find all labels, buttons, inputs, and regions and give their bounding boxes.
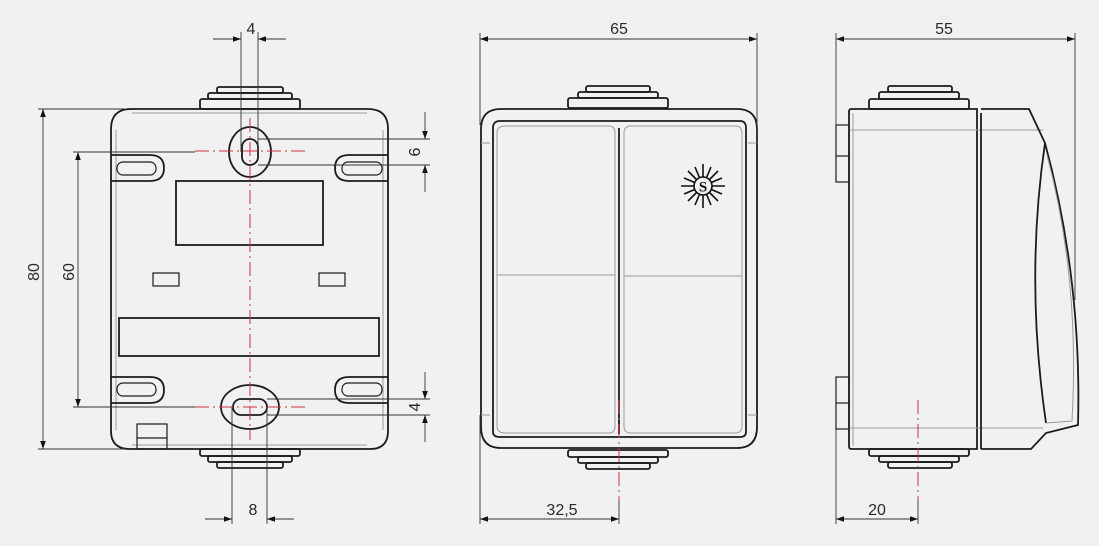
dim-gland-offset: 20 xyxy=(868,502,886,519)
svg-text:S: S xyxy=(699,180,707,196)
dim-top-slot-height: 6 xyxy=(407,147,424,156)
dim-overall-width: 65 xyxy=(610,21,628,38)
sun-s-symbol-icon: S xyxy=(681,164,725,208)
side-cover xyxy=(981,108,1080,450)
front-bottom-gland xyxy=(567,449,669,470)
dim-bottom-slot-height: 4 xyxy=(407,402,424,411)
front-housing xyxy=(480,108,758,449)
dim-overall-height: 80 xyxy=(26,263,43,281)
left-rocker[interactable] xyxy=(496,125,616,434)
bottom-cable-gland xyxy=(199,448,301,469)
side-bottom-gland xyxy=(868,448,970,469)
rear-housing xyxy=(110,108,389,450)
top-cable-gland xyxy=(199,86,301,110)
right-rocker[interactable] xyxy=(623,125,743,434)
side-top-gland xyxy=(868,85,970,110)
dim-bottom-slot-width: 8 xyxy=(249,502,258,519)
front-view: S 65 32,5 xyxy=(479,21,758,524)
rear-view: 4 6 4 8 80 60 xyxy=(26,21,430,524)
side-base-body xyxy=(848,108,978,450)
side-view: 55 20 xyxy=(835,21,1080,524)
dim-mounting-spacing: 60 xyxy=(61,263,78,281)
front-top-gland xyxy=(567,85,669,109)
dim-top-slot-width: 4 xyxy=(247,21,256,38)
dim-overall-depth: 55 xyxy=(935,21,953,38)
dim-center-offset: 32,5 xyxy=(546,502,577,519)
